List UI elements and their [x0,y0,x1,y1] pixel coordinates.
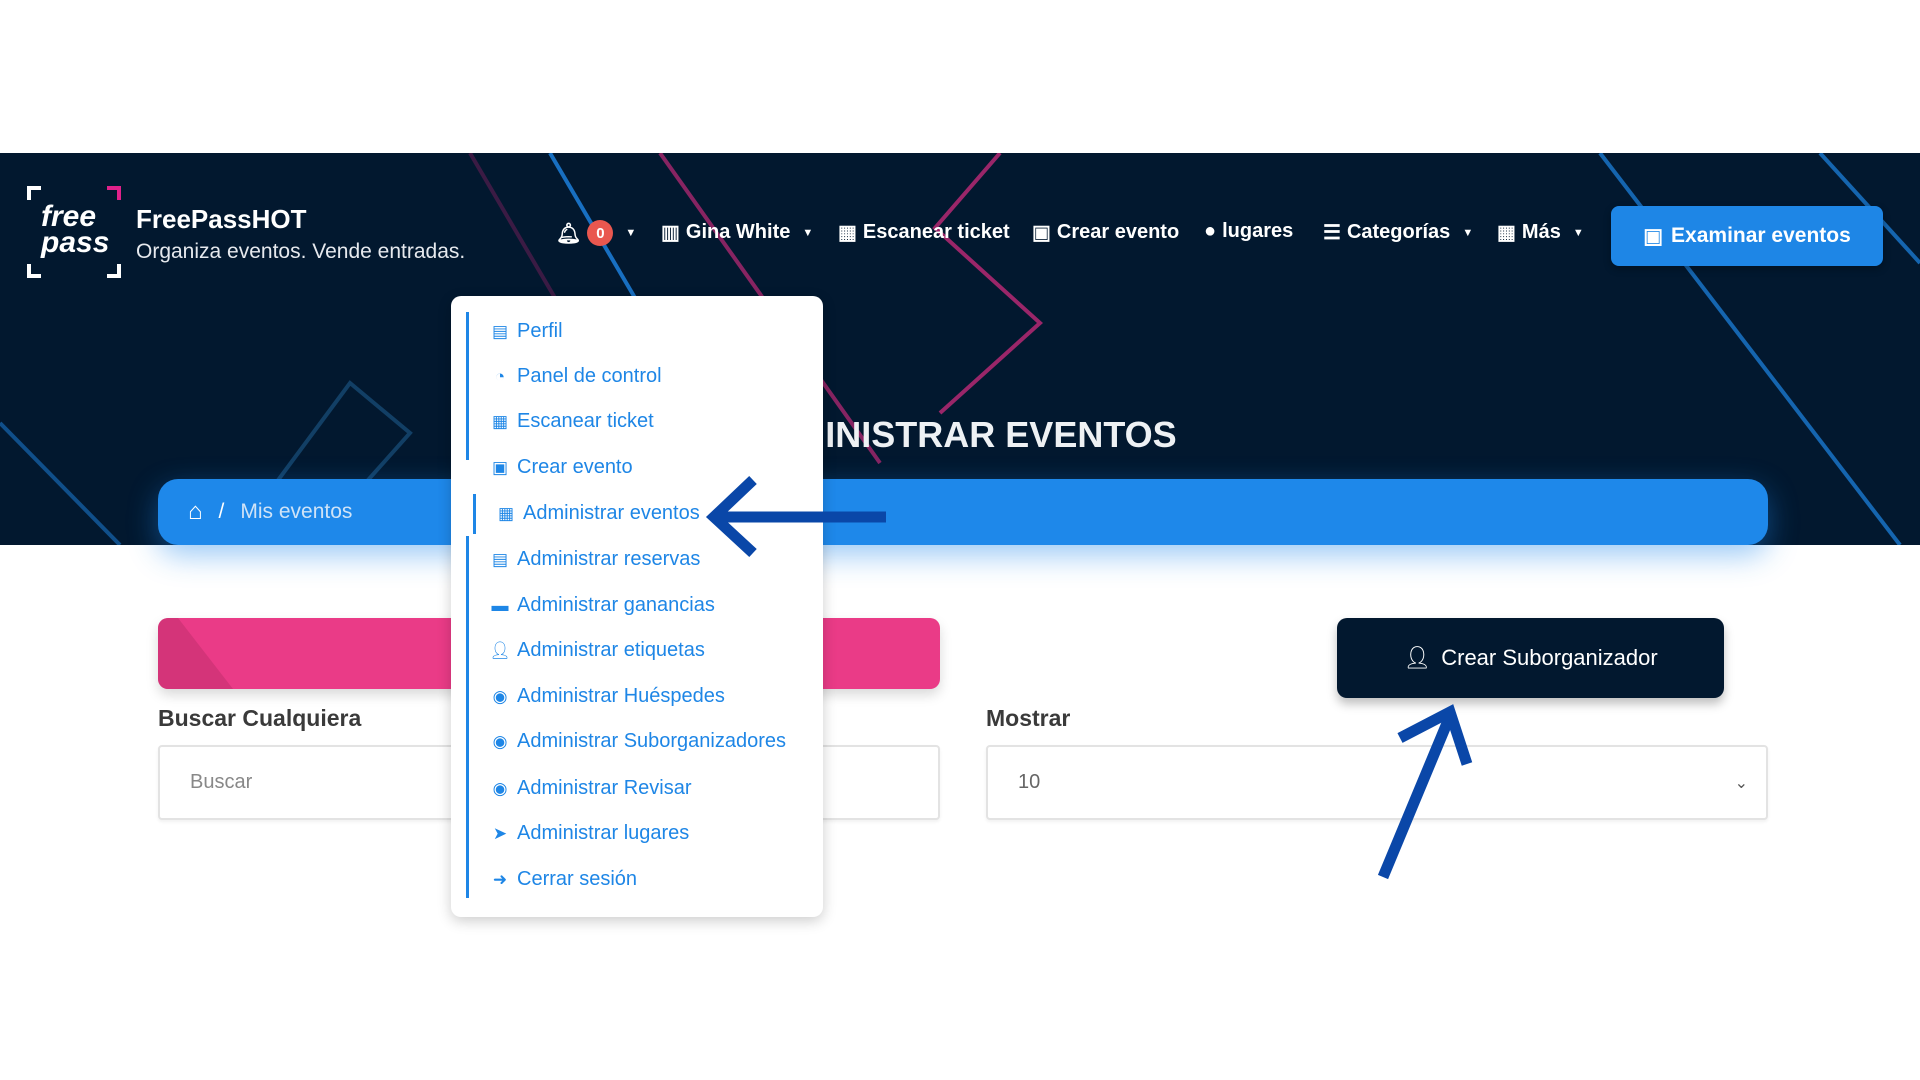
menu-item-label: Administrar reservas [517,548,701,570]
menu-item-administrar-ganancias[interactable]: ▬ Administrar ganancias [489,594,715,617]
menu-item-administrar-eventos[interactable]: ▦ Administrar eventos [495,502,700,525]
qrcode-icon: ▦ [838,222,857,244]
menu-item-crear-evento[interactable]: ▣ Crear evento [489,456,633,479]
nav-more[interactable]: ▦Más ▼ [1497,220,1584,245]
caret-down-icon: ▼ [1572,226,1584,239]
menu-item-label: Administrar Huéspedes [517,685,725,707]
menu-item-administrar-reservas[interactable]: ▤ Administrar reservas [489,548,700,571]
user-name: Gina White [685,221,791,243]
menu-item-label: Administrar ganancias [517,594,715,616]
calendar-plus-icon: ▣ [1032,222,1051,244]
breadcrumb: ⌂ / Mis eventos [158,479,1768,545]
nav-venues[interactable]: ●lugares [1204,220,1293,243]
menu-item-perfil[interactable]: ▤ Perfil [489,320,563,343]
location-arrow-icon: ➤ [492,823,508,843]
user-circle-icon: ◉ [492,731,508,751]
nav-scan-ticket[interactable]: ▦Escanear ticket [838,220,1010,245]
nav-label: lugares [1222,220,1294,242]
notifications-menu[interactable]: 🔔︎ 0 ▼ [556,220,636,246]
user-tag-icon: 👤︎ [489,640,511,660]
user-circle-icon: ◉ [492,686,508,706]
caret-down-icon: ▼ [625,227,637,239]
menu-item-label: Administrar Suborganizadores [517,730,787,752]
menu-item-cerrar-sesi-n[interactable]: ➜ Cerrar sesión [489,868,637,891]
search-placeholder: Buscar [190,771,253,793]
user-dropdown-menu: ▤ Perfil ◔ Panel de control ▦ Escanear ticket… [451,296,823,917]
arrow-up-annotation [1377,713,1456,880]
user-plus-icon: 👤︎ [1403,645,1432,670]
nav-label: Más [1521,221,1561,243]
menu-item-label: Administrar lugares [517,822,690,844]
list-icon: ☰ [1323,222,1341,244]
breadcrumb-separator: / [218,500,225,523]
home-icon[interactable]: ⌂ [188,498,203,525]
nav-label: Crear evento [1056,221,1180,243]
user-avatar-icon: ▥ [661,222,680,244]
menu-item-label: Perfil [517,320,563,342]
banner-decoration [158,618,233,689]
nav-create-event[interactable]: ▣Crear evento [1032,220,1179,245]
calendar-plus-icon: ▣ [491,457,509,477]
user-menu[interactable]: ▥ Gina White ▼ [661,220,813,245]
menu-item-label: Administrar eventos [523,502,700,524]
menu-item-label: Crear evento [517,456,633,478]
sign-out-icon: ➜ [492,869,508,889]
menu-item-administrar-revisar[interactable]: ◉ Administrar Revisar [489,777,692,800]
button-label: Examinar eventos [1671,224,1851,247]
caret-down-icon: ▼ [1462,226,1474,239]
nav-categories[interactable]: ☰Categorías ▼ [1323,220,1473,245]
show-value: 10 [1018,771,1041,793]
menu-item-panel-de-control[interactable]: ◔ Panel de control [489,365,662,388]
user-circle-icon: ◉ [492,778,508,798]
wallet-icon: ▬ [491,595,509,615]
menu-item-administrar-hu-spedes[interactable]: ◉ Administrar Huéspedes [489,685,725,708]
nav-label: Escanear ticket [862,221,1010,243]
menu-item-label: Cerrar sesión [517,868,638,890]
notification-badge: 0 [587,220,614,246]
arrow-up-head [1397,704,1473,766]
dashboard-icon: ◔ [494,366,506,386]
id-card-icon: ▤ [491,321,509,341]
create-suborganizer-button[interactable]: 👤︎ Crear Suborganizador [1337,618,1724,698]
qrcode-icon: ▦ [491,411,509,431]
show-label: Mostrar [986,705,1071,731]
bell-icon: 🔔︎ [556,222,582,245]
map-marker-icon: ● [1204,220,1217,242]
search-label: Buscar Cualquiera [158,705,362,731]
nav-label: Categorías [1346,221,1451,243]
grid-icon: ▦ [1497,222,1516,244]
button-label: Crear Suborganizador [1441,645,1658,670]
breadcrumb-current: Mis eventos [240,500,353,523]
chevron-down-icon: ⌄ [1734,774,1748,792]
arrow-left-head [705,476,757,558]
menu-item-label: Escanear ticket [517,410,654,432]
menu-item-escanear-ticket[interactable]: ▦ Escanear ticket [489,410,654,433]
menu-item-administrar-lugares[interactable]: ➤ Administrar lugares [489,822,689,845]
menu-item-administrar-etiquetas[interactable]: 👤︎ Administrar etiquetas [489,639,705,662]
menu-item-label: Panel de control [517,365,662,387]
show-select[interactable]: 10 ⌄ [986,745,1768,820]
menu-item-label: Administrar Revisar [517,777,692,799]
brand-tagline: Organiza eventos. Vende entradas. [136,240,466,263]
calendar-icon: ▦ [497,503,515,523]
brand-name[interactable]: FreePassHOT [136,204,307,234]
browse-events-button[interactable]: ▣ Examinar eventos [1611,206,1883,266]
ticket-card-icon: ▤ [491,549,509,569]
menu-item-administrar-suborganizadores[interactable]: ◉ Administrar Suborganizadores [489,730,786,753]
caret-down-icon: ▼ [802,226,814,239]
menu-item-label: Administrar etiquetas [517,639,705,661]
calendar-icon: ▣ [1643,224,1664,248]
